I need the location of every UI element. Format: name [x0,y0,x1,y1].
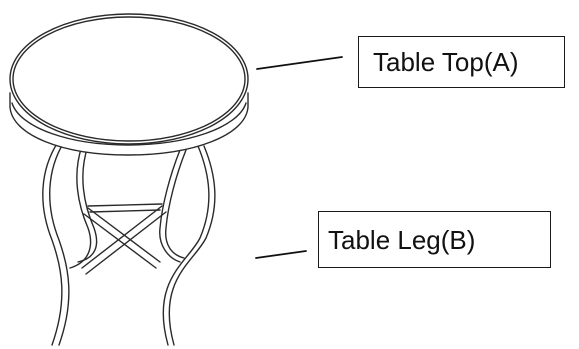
leg-rear-left-inner [77,145,98,263]
table-legs [42,141,216,346]
table-top-label-box: Table Top(A) [358,36,565,88]
leg-front-left-inner [49,141,70,346]
table-leg-label-box: Table Leg(B) [318,211,551,268]
table-top-label: Table Top(A) [373,47,519,77]
leader-line-table-top [256,56,343,70]
cross-stretchers [81,203,167,275]
table-top-surface [9,13,249,145]
leg-rear-right-inner [165,149,187,259]
table-top-shape [9,13,249,156]
leg-rear-left [69,145,92,269]
leg-front-right [162,145,210,346]
leader-line-table-leg [255,250,307,259]
leg-front-left [42,141,63,346]
leg-front-right-inner [168,145,216,346]
leg-rear-right [159,149,181,263]
table-leg-label: Table Leg(B) [328,224,476,255]
